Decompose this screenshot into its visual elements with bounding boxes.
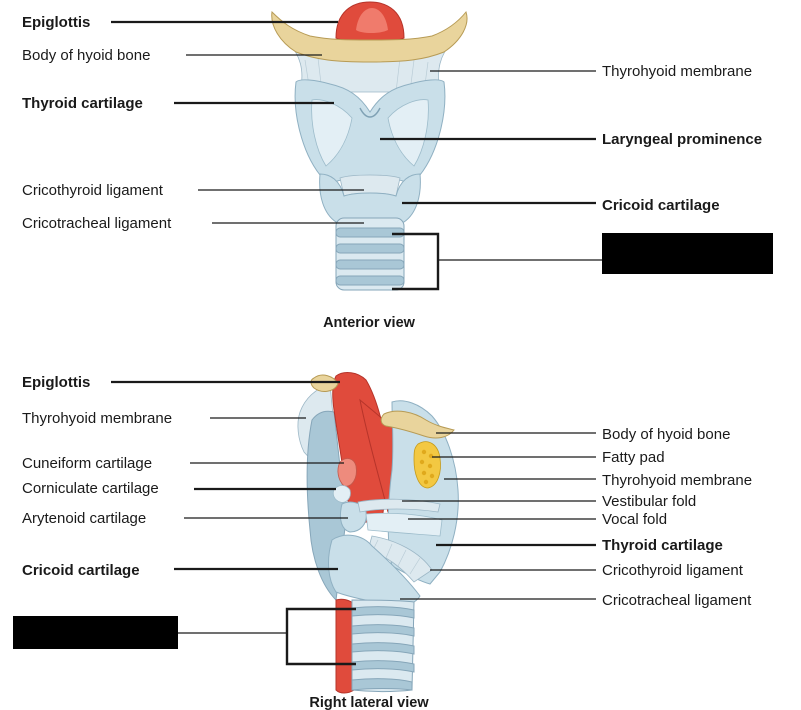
lateral-label-cuneiform-cartilage: Cuneiform cartilage — [22, 455, 152, 472]
anterior-cricoid-cartilage-shape — [319, 173, 421, 226]
lateral-label-vocal-fold: Vocal fold — [602, 511, 667, 528]
lateral-posterior-strip — [335, 598, 355, 694]
anterior-label-cricotracheal-ligament: Cricotracheal ligament — [22, 215, 172, 232]
anterior-thyroid-highlight-right — [387, 99, 429, 167]
anterior-redacted-label-box — [602, 233, 773, 274]
anterior-label-thyroid-cartilage: Thyroid cartilage — [22, 95, 143, 112]
lateral-hyoid-bone-shape — [380, 410, 455, 439]
anterior-leaders — [111, 20, 602, 291]
anterior-label-laryngeal-prominence: Laryngeal prominence — [602, 131, 762, 148]
lateral-label-vestibular-fold: Vestibular fold — [602, 493, 696, 510]
lateral-label-thyroid-cartilage: Thyroid cartilage — [602, 537, 723, 554]
lateral-label-arytenoid-cartilage: Arytenoid cartilage — [22, 510, 146, 527]
lateral-thyroid-cartilage-shape — [387, 400, 459, 585]
lateral-corniculate-shape — [332, 485, 351, 503]
lateral-vestibular-fold-shape — [357, 498, 441, 513]
anterior-label-cricoid-cartilage: Cricoid cartilage — [602, 197, 720, 214]
lateral-leaders — [111, 380, 596, 666]
lateral-label-body-of-hyoid-bone: Body of hyoid bone — [602, 426, 730, 443]
anterior-illustration — [271, 1, 468, 291]
lateral-illustration — [297, 372, 459, 694]
anterior-laryngeal-prominence-notch — [359, 107, 381, 118]
lateral-label-thyrohyoid-membrane-left: Thyrohyoid membrane — [22, 410, 172, 427]
lateral-hyoid-greater-horn — [310, 374, 339, 392]
lateral-caption: Right lateral view — [309, 695, 429, 710]
anterior-trachea-rings — [335, 227, 405, 286]
anterior-caption: Anterior view — [323, 315, 416, 331]
lateral-label-cricoid-cartilage: Cricoid cartilage — [22, 562, 140, 579]
lateral-cuneiform-shape — [337, 458, 357, 487]
anterior-label-thyrohyoid-membrane: Thyrohyoid membrane — [602, 63, 752, 80]
anterior-hyoid-bone-shape — [271, 10, 468, 63]
anterior-label-body-of-hyoid-bone: Body of hyoid bone — [22, 47, 150, 64]
lateral-label-cricotracheal-ligament: Cricotracheal ligament — [602, 592, 752, 609]
lateral-label-epiglottis: Epiglottis — [22, 374, 90, 391]
lateral-label-fatty-pad: Fatty pad — [602, 449, 665, 466]
lateral-redacted-label-box — [13, 616, 178, 649]
anterior-label-epiglottis: Epiglottis — [22, 14, 90, 31]
anterior-epiglottis-highlight — [356, 8, 388, 33]
lateral-trachea-rings — [351, 606, 415, 691]
lateral-fatty-pad-texture — [419, 449, 435, 485]
lateral-label-cricothyroid-ligament: Cricothyroid ligament — [602, 562, 744, 579]
anterior-label-cricothyroid-ligament: Cricothyroid ligament — [22, 182, 164, 199]
lateral-label-corniculate-cartilage: Corniculate cartilage — [22, 480, 159, 497]
lateral-label-thyrohyoid-membrane-right: Thyrohyoid membrane — [602, 472, 752, 489]
